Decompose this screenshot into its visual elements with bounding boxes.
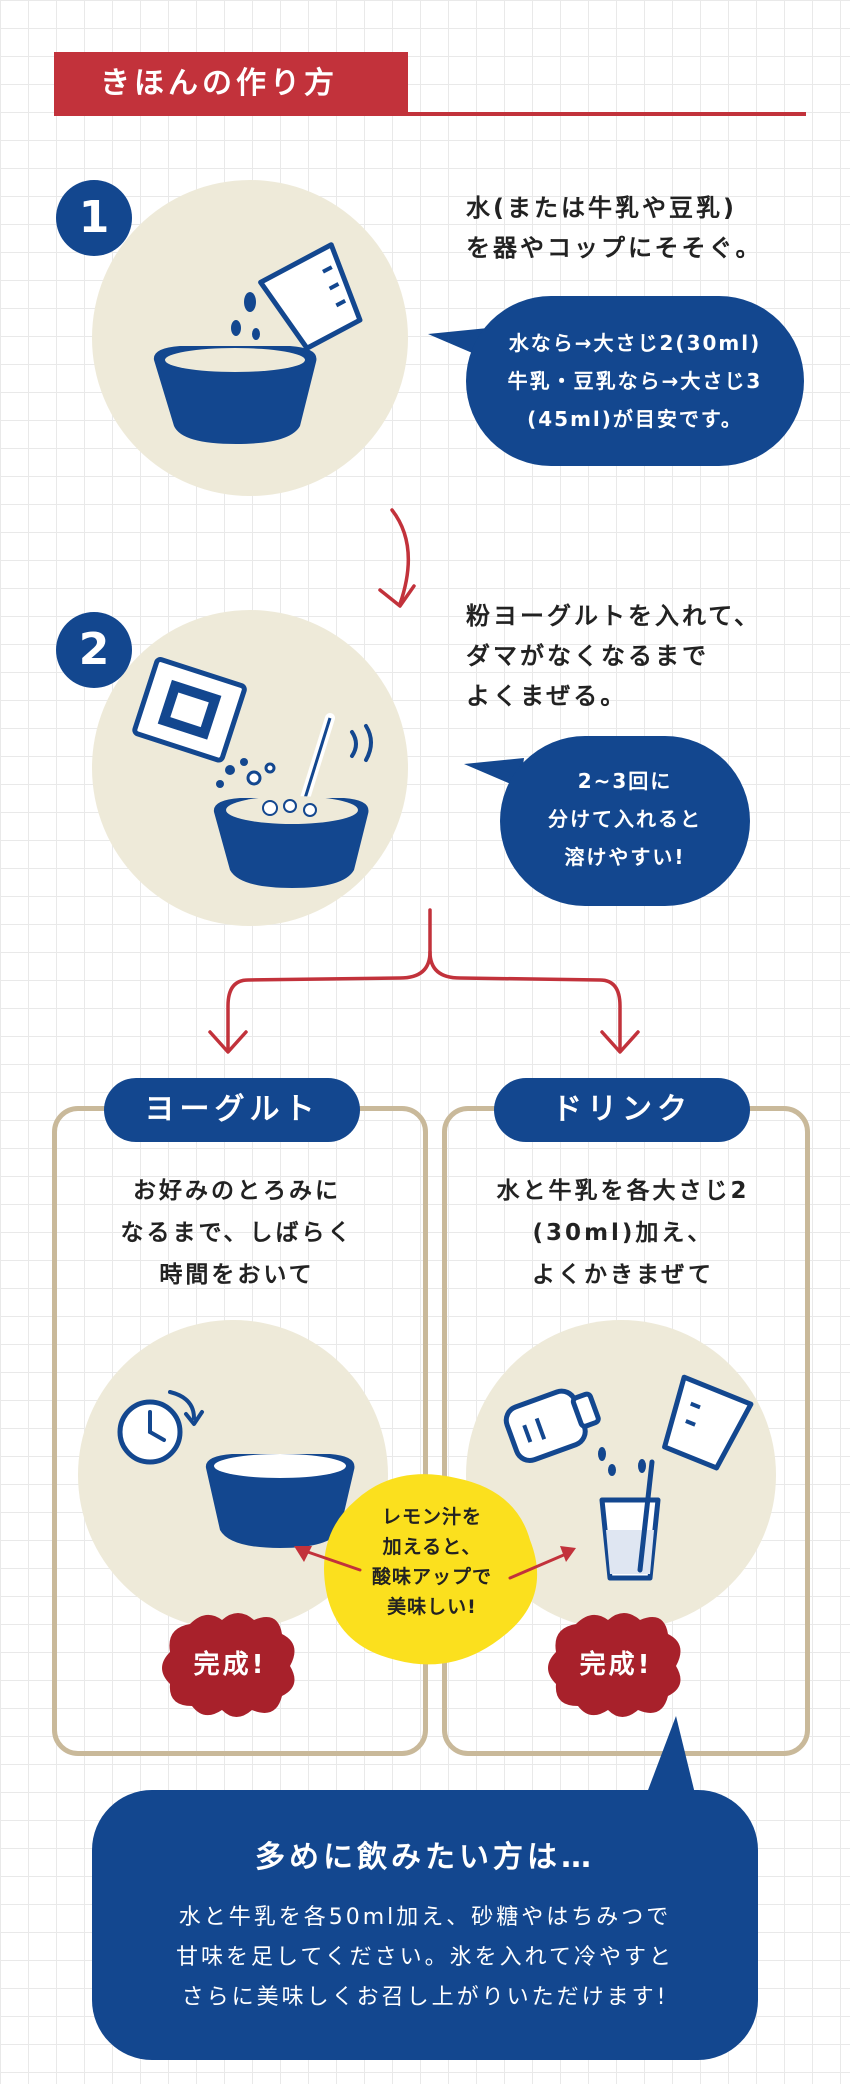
drink-tag: ドリンク — [494, 1078, 750, 1142]
step2-tip-bubble: 2~3回に 分けて入れると 溶けやすい! — [500, 736, 750, 906]
powder-mix-icon — [132, 656, 373, 888]
final-tip-title: 多めに飲みたい方は… — [255, 1840, 595, 1875]
bowl-pour-icon — [153, 242, 363, 444]
curved-arrow-down-icon — [378, 508, 416, 608]
step2-text: 粉ヨーグルトを入れて、 ダマがなくなるまで よくまぜる。 — [466, 602, 762, 710]
lemon-shape-icon — [324, 1474, 538, 1665]
final-tip-body: 水と牛乳を各50ml加え、砂糖やはちみつで 甘味を足してください。氷を入れて冷や… — [175, 1905, 675, 2010]
drink-complete-label: 完成! — [579, 1650, 653, 1680]
step2-number-badge: 2 — [56, 612, 132, 688]
step1-text: 水(または牛乳や豆乳) を器やコップにそそぐ。 — [466, 194, 763, 262]
clock-bowl-icon — [117, 1390, 355, 1548]
step1-number-badge: 1 — [56, 180, 132, 256]
yogurt-text: お好みのとろみに なるまで、しばらく 時間をおいて — [120, 1178, 354, 1288]
glass-pour-icon — [503, 1374, 754, 1581]
final-tip-box — [92, 1790, 758, 2060]
drink-complete-badge — [548, 1613, 681, 1717]
branch-arrows-icon — [208, 908, 640, 1054]
section-title: きほんの作り方 — [54, 52, 408, 116]
yogurt-tag: ヨーグルト — [104, 1078, 360, 1142]
step1-tip-bubble: 水なら→大さじ2(30ml) 牛乳・豆乳なら→大さじ3 (45ml)が目安です。 — [466, 296, 804, 466]
drink-text: 水と牛乳を各大さじ2 (30ml)加え、 よくかきまぜて — [496, 1178, 750, 1288]
lemon-arrows-icon — [294, 1546, 576, 1580]
lemon-tip-text: レモン汁を 加えると、 酸味アップで 美味しい! — [371, 1506, 492, 1618]
title-underline — [54, 112, 806, 116]
yogurt-complete-badge — [162, 1613, 295, 1717]
yogurt-complete-label: 完成! — [193, 1650, 267, 1680]
final-box-tail — [642, 1716, 698, 1806]
